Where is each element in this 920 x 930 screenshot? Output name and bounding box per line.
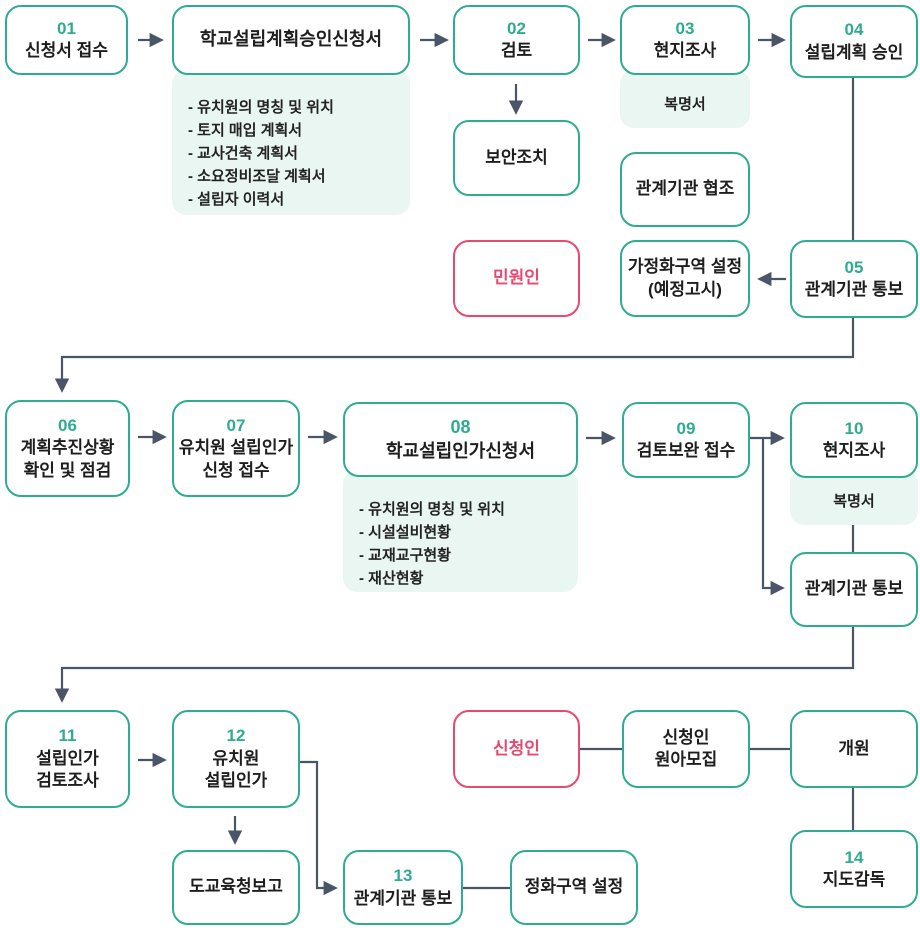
box-purification-zone: 정화구역 설정	[510, 850, 638, 925]
node-03-field-survey: 03 현지조사	[620, 5, 750, 75]
box-applicant-recruitment: 신청인 원아모집	[622, 710, 750, 788]
node-07-approval-application-receipt: 07 유치원 설립인가 신청 접수	[172, 400, 300, 497]
node-01-application-receipt: 01 신청서 접수	[5, 5, 128, 75]
step-number: 10	[844, 418, 864, 438]
step-number: 04	[844, 20, 864, 40]
node-04-plan-approval: 04 설립계획 승인	[790, 5, 918, 78]
detail-item: - 유치원의 명칭 및 위치	[188, 99, 334, 116]
detail-item: - 시설설비현황	[359, 524, 451, 541]
box-label: 민원인	[493, 268, 540, 288]
node-05-agency-notification: 05 관계기관 통보	[790, 240, 918, 318]
step-label: 검토보완 접수	[636, 441, 736, 460]
detail-item: - 재산현황	[359, 570, 424, 587]
step-label-line2: 신청 접수	[202, 460, 270, 480]
box-zone-designation: 가정화구역 설정 (예정고시)	[620, 240, 750, 317]
detail-item: - 교재교구현황	[359, 547, 451, 564]
box-plan-approval-application: 학교설립계획승인신청서	[172, 5, 410, 75]
detail-item: - 유치원의 명칭 및 위치	[359, 501, 505, 518]
step-label: 검토	[500, 41, 533, 60]
box-opening: 개원	[790, 710, 918, 788]
step-number: 01	[57, 18, 76, 38]
box-label: 개원	[838, 738, 870, 758]
step-number: 13	[393, 866, 413, 886]
box-label: 학교설립계획승인신청서	[199, 29, 383, 50]
box-label-line1: 신청인	[662, 727, 710, 747]
step-label-line2: 검토조사	[36, 771, 99, 791]
box-agency-cooperation: 관계기관 협조	[620, 152, 750, 227]
step-label: 현지조사	[822, 441, 886, 460]
node-13-agency-notification: 13 관계기관 통보	[343, 850, 463, 925]
step-number: 08	[450, 416, 471, 437]
node-14-supervision: 14 지도감독	[790, 830, 918, 908]
panel-03-report: 복명서	[620, 70, 750, 128]
box-label: 신청인	[493, 738, 540, 758]
step-number: 07	[226, 415, 246, 435]
connector-notify2-to-11	[54, 627, 855, 703]
step-label: 신청서 접수	[25, 41, 108, 60]
box-label-line2: 원아모집	[654, 750, 718, 769]
connector-12-to-13	[300, 760, 338, 896]
box-security-measure: 보안조치	[453, 120, 580, 196]
step-label-line1: 설립인가	[36, 748, 99, 768]
node-08-approval-application: 08 학교설립인가신청서	[343, 402, 578, 477]
step-number: 12	[226, 726, 246, 746]
step-label-line2: 확인 및 점검	[23, 460, 112, 480]
step-label-line2: 설립인가	[204, 771, 268, 791]
node-12-kindergarten-approval: 12 유치원 설립인가	[172, 710, 300, 808]
step-label: 지도감독	[822, 870, 886, 889]
step-label: 관계기관 통보	[804, 280, 904, 299]
step-number: 09	[676, 418, 696, 438]
panel-10-report: 복명서	[790, 470, 918, 525]
step-number: 03	[675, 18, 695, 38]
node-10-field-survey: 10 현지조사	[790, 402, 918, 478]
box-agency-notification-2: 관계기관 통보	[790, 552, 918, 627]
step-label-line1: 계획추진상황	[20, 438, 115, 458]
node-11-approval-review-survey: 11 설립인가 검토조사	[5, 710, 130, 808]
detail-item: - 소요정비조달 계획서	[188, 168, 326, 185]
step-label-line1: 유치원 설립인가	[178, 438, 294, 458]
step-label: 관계기관 통보	[353, 888, 453, 908]
report-label: 복명서	[664, 96, 706, 113]
node-02-review: 02 검토	[453, 5, 580, 75]
panel-08-details: - 유치원의 명칭 및 위치 - 시설설비현황 - 교재교구현황 - 재산현황	[343, 470, 578, 592]
box-applicant: 신청인	[453, 710, 580, 788]
step-number: 11	[58, 726, 77, 746]
detail-item: - 교사건축 계획서	[188, 145, 298, 162]
report-label: 복명서	[833, 493, 875, 510]
step-number: 05	[844, 257, 864, 277]
arrow-09-to-notify2	[761, 438, 785, 596]
box-label: 관계기관 통보	[804, 579, 904, 599]
step-label: 설립계획 승인	[804, 42, 904, 62]
box-label: 정화구역 설정	[524, 877, 624, 897]
step-number: 06	[58, 415, 77, 435]
step-label: 현지조사	[653, 41, 717, 60]
node-09-review-supplement-receipt: 09 검토보완 접수	[622, 402, 750, 478]
panel-plan-approval-details: - 유치원의 명칭 및 위치 - 토지 매입 계획서 - 교사건축 계획서 - …	[172, 70, 410, 215]
detail-item: - 토지 매입 계획서	[188, 122, 303, 139]
step-number: 14	[844, 847, 864, 867]
box-education-office-report: 도교육청보고	[172, 850, 300, 925]
step-number: 02	[507, 18, 526, 38]
box-label: 관계기관 협조	[635, 179, 735, 199]
node-06-progress-check: 06 계획추진상황 확인 및 점검	[5, 400, 130, 497]
step-label: 학교설립인가신청서	[385, 440, 536, 461]
detail-item: - 설립자 이력서	[188, 191, 285, 208]
box-complainant: 민원인	[453, 240, 580, 317]
connector-05-to-06	[54, 318, 855, 393]
box-label: 도교육청보고	[189, 877, 283, 897]
box-label-line2: (예정고시)	[648, 279, 722, 299]
box-label-line1: 가정화구역 설정	[627, 257, 743, 277]
box-label: 보안조치	[485, 147, 548, 167]
step-label-line1: 유치원	[212, 748, 260, 768]
